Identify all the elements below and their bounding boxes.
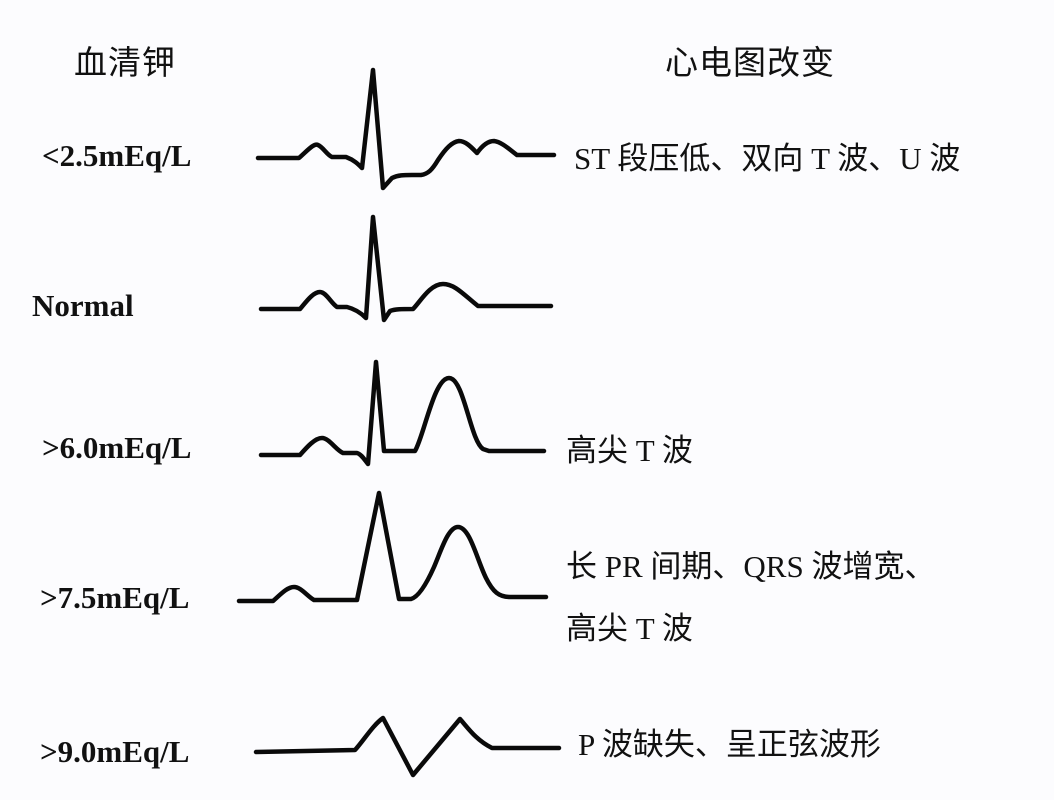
header-ecg-changes: 心电图改变 xyxy=(665,46,835,82)
ecg-trace-sine-wave-icon xyxy=(253,715,562,778)
description-row-5: P 波缺失、呈正弦波形 xyxy=(578,727,881,762)
ecg-trace-normal-icon xyxy=(258,214,554,323)
level-label-row-1: <2.5mEq/L xyxy=(42,138,192,173)
level-label-row-2: Normal xyxy=(32,288,134,323)
description-row-4-line-2: 高尖 T 波 xyxy=(566,611,693,646)
ecg-trace-hypokalemia-icon xyxy=(255,67,557,191)
level-label-row-4: >7.5mEq/L xyxy=(40,580,190,615)
header-serum-potassium: 血清钾 xyxy=(74,46,176,82)
level-label-row-5: >9.0mEq/L xyxy=(40,734,190,769)
description-row-3: 高尖 T 波 xyxy=(566,433,693,468)
ecg-trace-wide-qrs-icon xyxy=(236,490,549,604)
description-row-1: ST 段压低、双向 T 波、U 波 xyxy=(574,141,961,176)
level-label-row-3: >6.0mEq/L xyxy=(42,430,192,465)
description-row-4-line-1: 长 PR 间期、QRS 波增宽、 xyxy=(566,549,936,584)
ecg-trace-peaked-t-icon xyxy=(258,359,547,467)
